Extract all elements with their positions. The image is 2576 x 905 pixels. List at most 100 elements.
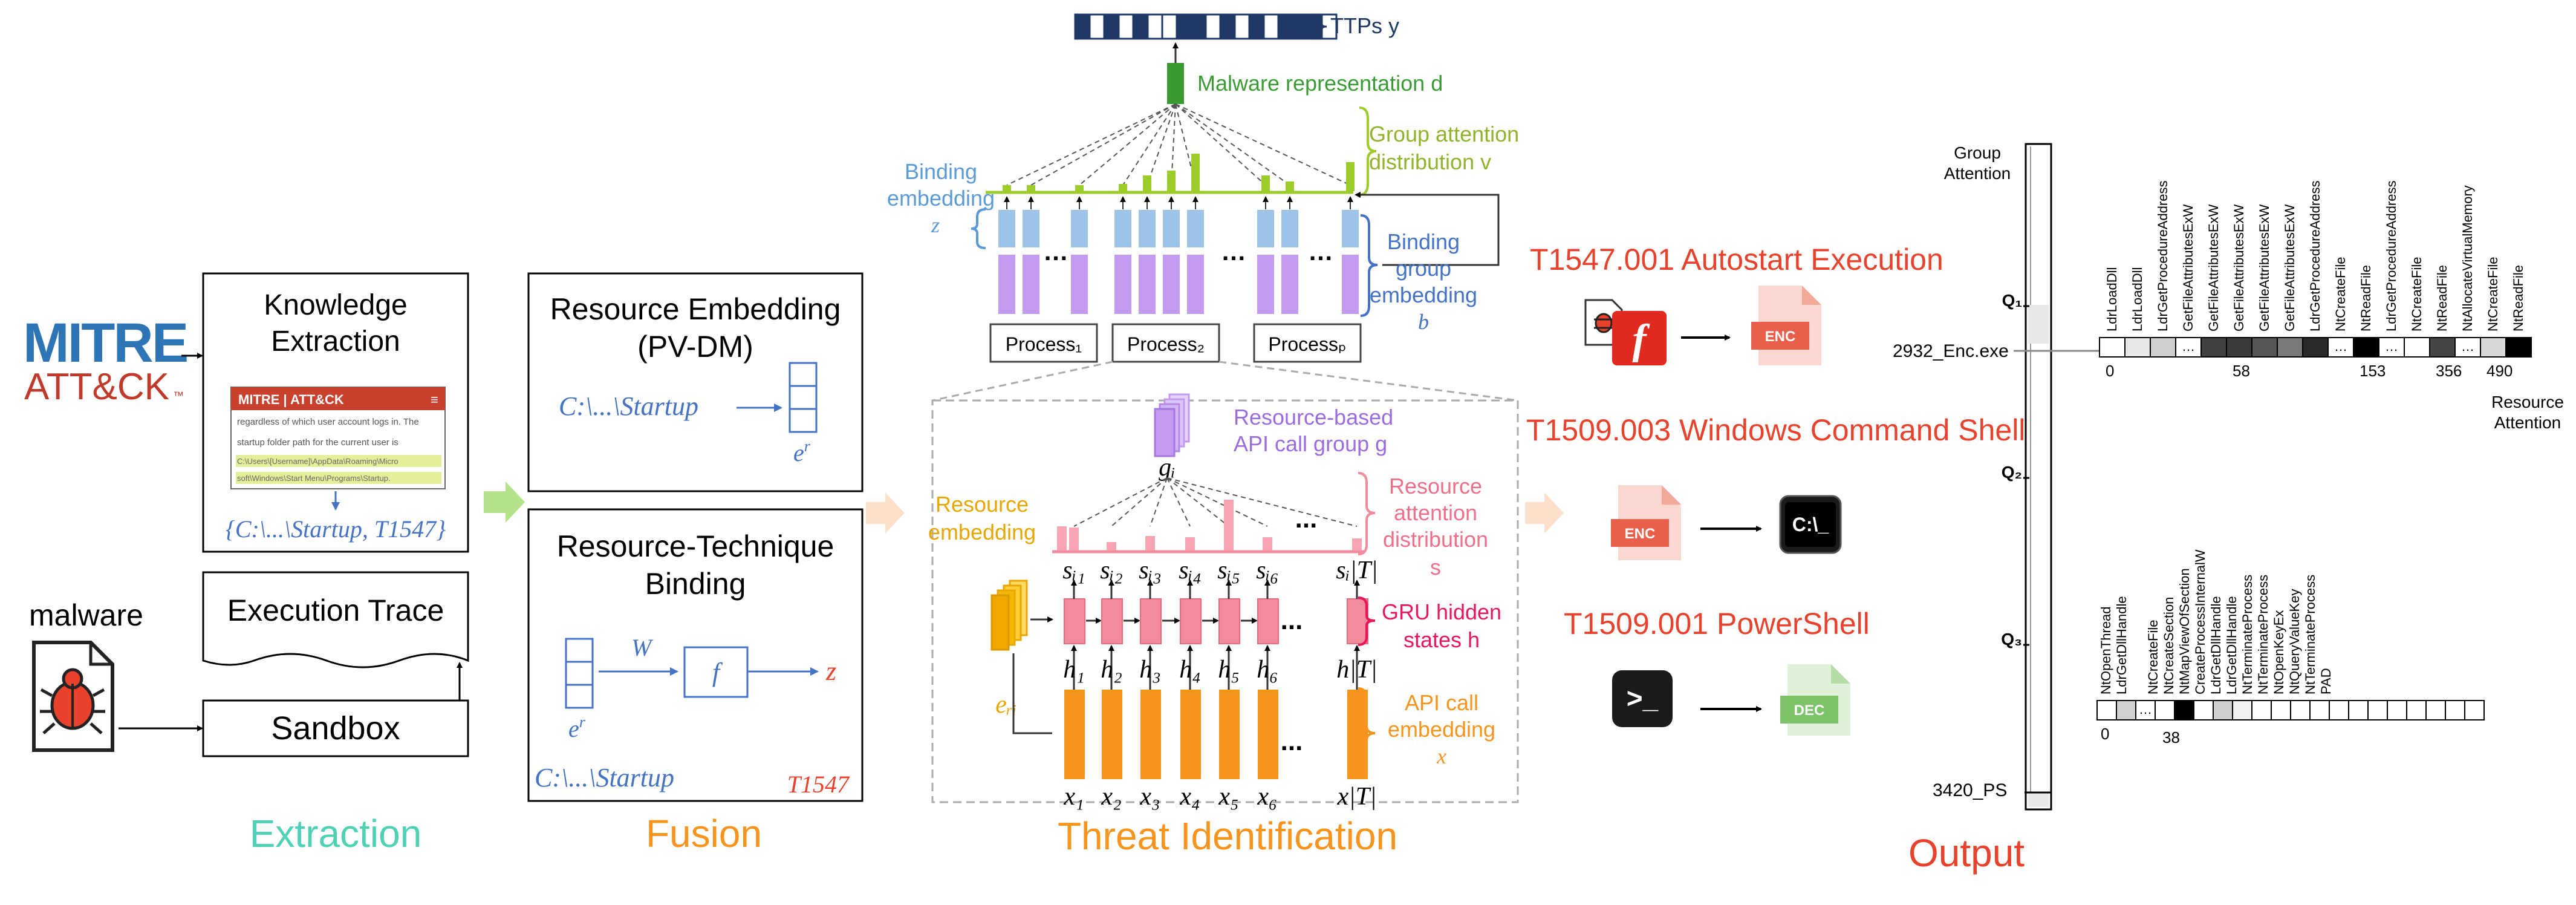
s-label: sᵢ|T| bbox=[1336, 557, 1377, 584]
group-attention-bars bbox=[1003, 154, 1355, 191]
group-attention-bar bbox=[1143, 175, 1151, 191]
heat-cell-top bbox=[2226, 337, 2252, 358]
heat-cell-top bbox=[2429, 337, 2456, 358]
enc-file-icon-1: ENC bbox=[1751, 286, 1821, 365]
gru-label-1: GRU hidden bbox=[1382, 600, 1501, 624]
heat-cell-bottom bbox=[2367, 700, 2388, 720]
fusion-stage-label: Fusion bbox=[646, 812, 762, 855]
api-dots: ... bbox=[1281, 727, 1303, 756]
heat-cell-bottom bbox=[2290, 700, 2311, 720]
api-embedding-bar bbox=[1347, 690, 1368, 779]
h-label: h₅ bbox=[1218, 656, 1240, 684]
resource-attention-bar bbox=[1069, 528, 1079, 551]
malware-representation-label: Malware representation d bbox=[1197, 71, 1443, 96]
x-label: x₆ bbox=[1257, 783, 1277, 811]
group-attention-bar bbox=[1286, 181, 1294, 191]
attention-fan-line bbox=[1006, 103, 1176, 186]
h-label: h₂ bbox=[1101, 656, 1122, 684]
ttp-cell bbox=[1277, 13, 1294, 40]
heat-cell-bottom bbox=[2406, 700, 2427, 720]
zoom-line-right bbox=[1218, 361, 1518, 402]
binding-cell bbox=[1162, 209, 1181, 249]
snippet-line-2: startup folder path for the current user… bbox=[237, 437, 398, 448]
x-label: x|T| bbox=[1336, 783, 1376, 811]
s-label: sᵢ₅ bbox=[1217, 557, 1240, 584]
attention-fan-line bbox=[1079, 103, 1176, 186]
api-group-stack bbox=[1154, 393, 1190, 457]
gru-row: sᵢ₁h₁x₁sᵢ₂h₂x₂sᵢ₃h₃x₃sᵢ₄h₄x₄sᵢ₅h₅x₅sᵢ₆h₆… bbox=[1012, 557, 1378, 811]
resource-attention-bar bbox=[1107, 542, 1116, 551]
binding-stacks: ……… bbox=[997, 196, 1360, 315]
resource-attention-bar bbox=[1145, 536, 1155, 551]
heat-cell-bottom bbox=[2174, 700, 2194, 720]
ttp-cell bbox=[1132, 13, 1149, 40]
resource-embedding-title-2: (PV-DM) bbox=[637, 330, 753, 364]
h-label: h₁ bbox=[1063, 656, 1085, 684]
api-label-bottom: NtOpenKeyEx bbox=[2271, 610, 2286, 694]
api-embedding-bar bbox=[1064, 690, 1085, 779]
s-label: sᵢ₄ bbox=[1179, 557, 1202, 584]
heat-cell-top bbox=[2378, 337, 2405, 358]
process1-label: Process₁ bbox=[1006, 333, 1082, 355]
gru-label-2: states h bbox=[1403, 627, 1480, 652]
binding-group-brace bbox=[1360, 214, 1378, 317]
ttp-brace bbox=[1314, 13, 1327, 40]
binding-feedback-line bbox=[1355, 192, 1500, 266]
group-cell bbox=[1113, 253, 1133, 315]
mitre-logo-text: MITRE bbox=[23, 312, 187, 374]
api-label-2: embedding bbox=[1388, 717, 1495, 742]
api-label-bottom: NtCreateSection bbox=[2161, 597, 2176, 694]
x-label: x₄ bbox=[1179, 783, 1200, 811]
resource-fan-line bbox=[1166, 477, 1229, 527]
s-label: sᵢ₃ bbox=[1139, 557, 1162, 584]
ttp-cell bbox=[1176, 13, 1192, 40]
results-section: T1547.001 Autostart Execution f ENC T150… bbox=[1526, 243, 2025, 736]
s-label: sᵢ₂ bbox=[1100, 557, 1123, 584]
process2-name: 3420_PS bbox=[1933, 780, 2007, 800]
group-attention-bar bbox=[1167, 171, 1176, 191]
eri-stack bbox=[990, 580, 1028, 651]
knowledge-title-2: Extraction bbox=[271, 325, 400, 358]
heat-cell-bottom bbox=[2135, 700, 2156, 720]
h-label: h|T| bbox=[1336, 656, 1377, 684]
binding-embedding-label-3: z bbox=[931, 213, 940, 237]
h-label: h₃ bbox=[1139, 656, 1161, 684]
gru-cell bbox=[1257, 598, 1279, 644]
heat-tick-bottom: 0 bbox=[2101, 725, 2109, 743]
technique-result-3: T1509.001 PowerShell bbox=[1564, 607, 1870, 641]
enc-label-2: ENC bbox=[1625, 526, 1656, 542]
q2-label: Q₂ bbox=[2002, 463, 2022, 482]
heat-cell-bottom bbox=[2425, 700, 2446, 720]
api-label-bottom: LdrGetDllHandle bbox=[2114, 596, 2129, 694]
api-label-top: NtCreateFile bbox=[2409, 257, 2424, 332]
binding-group-label-3: embedding bbox=[1370, 283, 1477, 307]
malware-file-fold bbox=[89, 642, 112, 666]
gi-label: gᵢ bbox=[1159, 454, 1176, 482]
q1-label: Q₁ bbox=[2002, 291, 2022, 310]
gru-cell bbox=[1101, 598, 1123, 644]
heat-gap-dots: … bbox=[2385, 339, 2398, 354]
heat-cell-bottom bbox=[2387, 700, 2407, 720]
ttp-vector: … bbox=[1074, 13, 1338, 40]
er-vector-2 bbox=[565, 638, 594, 709]
api-label-1: API call bbox=[1405, 690, 1478, 715]
resource-attention-label-4: s bbox=[1430, 555, 1441, 580]
binding-group-label-2: group bbox=[1396, 256, 1451, 281]
resource-fan-line bbox=[1111, 477, 1168, 527]
api-label-top: LdrGetProcedureAddress bbox=[2155, 181, 2170, 332]
heat-cell-bottom bbox=[2232, 700, 2252, 720]
ttp-cell bbox=[1205, 13, 1221, 40]
api-label-top: LdrLoadDll bbox=[2104, 267, 2119, 332]
heat-cell-top bbox=[2505, 337, 2532, 358]
heat-gap-dots: … bbox=[2461, 339, 2474, 354]
resource-attention-bar bbox=[1352, 538, 1362, 551]
extraction-stage-label: Extraction bbox=[250, 812, 422, 855]
snippet-highlight-2 bbox=[236, 472, 441, 484]
extraction-section: MITRE ATT&CK ™ Knowledge Extraction MITR… bbox=[23, 272, 469, 855]
dec-label: DEC bbox=[1794, 702, 1825, 719]
binding-cell bbox=[1113, 209, 1133, 249]
